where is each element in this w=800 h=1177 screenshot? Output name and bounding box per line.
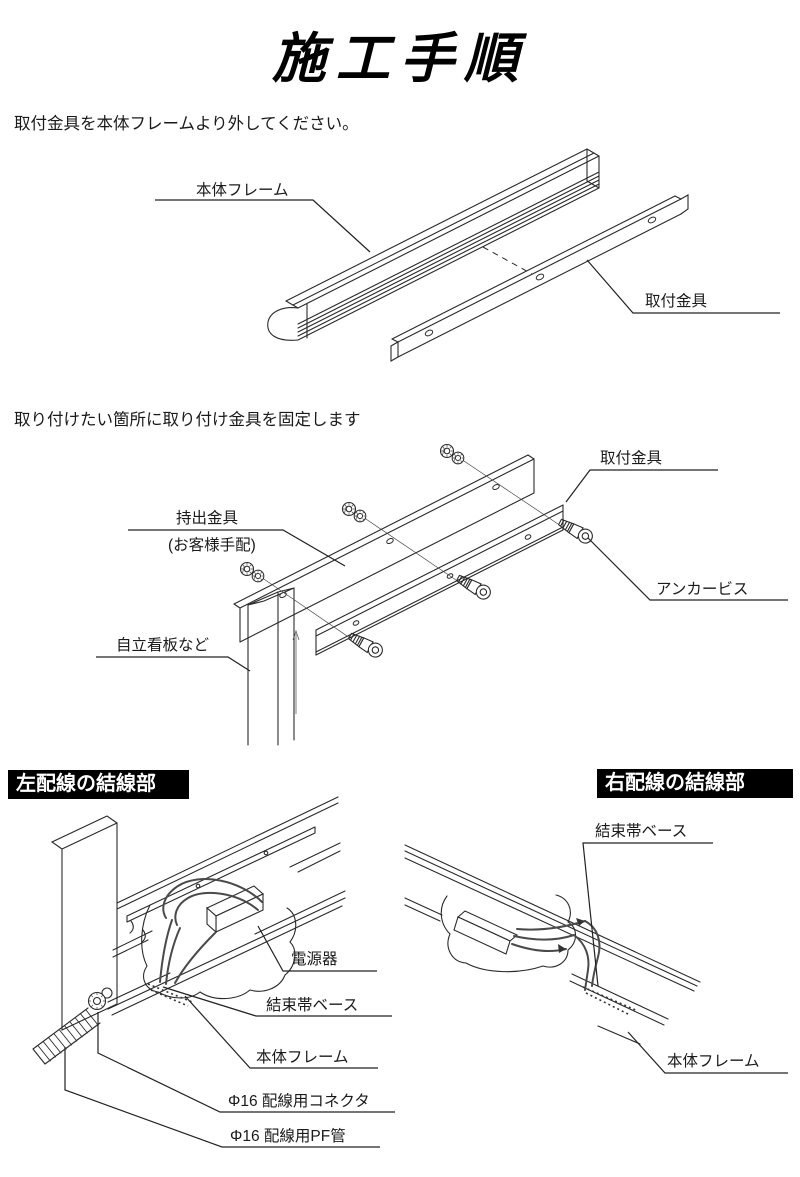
leader-bracket-label: [586, 259, 780, 314]
assembly-axis-lines: [257, 456, 559, 639]
anchor-axis-arrow: [292, 629, 300, 714]
label-mounting-bracket-2: 取付金具: [600, 450, 663, 467]
leader-frame-left-label: [184, 995, 378, 1069]
label-support-bracket: 持出金具: [176, 510, 239, 527]
cable-tie-base-right: [582, 986, 639, 1016]
leader-support-label: [128, 529, 346, 567]
cable-connector-drawing: [87, 987, 113, 1011]
leader-pf-label: [64, 1047, 380, 1148]
leader-tie-right-label: [582, 842, 713, 987]
power-supply-box-drawing-right: [453, 910, 519, 955]
diagram-left-wiring: [32, 796, 395, 1148]
power-supply-box-drawing: [206, 885, 264, 934]
label-cable-tie-base-left: 結束帯ベース: [266, 997, 359, 1014]
left-wiring-header: 左配線の結線部: [8, 770, 189, 799]
leader-tie-left-label: [162, 986, 392, 1017]
standing-sign-post-drawing: [247, 587, 295, 746]
step2-instruction: 取り付けたい箇所に取り付け金具を固定します: [14, 411, 361, 429]
label-support-bracket-note: (お客様手配): [168, 537, 256, 554]
separation-dashed-line: [482, 246, 533, 275]
mounting-bracket-drawing-2: [315, 504, 564, 656]
wiring-cables-right: [511, 918, 601, 991]
leader-anchor-label: [587, 537, 788, 601]
label-cable-tie-base-right: 結束帯ベース: [595, 823, 688, 840]
frame-rail-drawing-left: [107, 796, 346, 1016]
cable-tie-base-left: [147, 983, 193, 1007]
label-anchor-screw: アンカービス: [656, 581, 749, 598]
leader-bracket2-label: [565, 469, 718, 503]
leader-power-label: [257, 925, 377, 972]
leader-connector-label: [97, 1012, 395, 1113]
pf-tube-drawing: [32, 1007, 101, 1065]
diagram-bracket-fixing: [96, 443, 788, 746]
label-connector: Φ16 配線用コネクタ: [228, 1093, 370, 1110]
frame-rail-drawing-right: [404, 844, 701, 1045]
diagram-right-wiring: [404, 842, 788, 1074]
label-main-frame-1: 本体フレーム: [196, 182, 289, 199]
sign-panel-drawing: [50, 815, 118, 1031]
label-frame-right: 本体フレーム: [667, 1053, 760, 1070]
page-title: 施工手順: [272, 29, 528, 89]
mounting-bracket-drawing: [390, 194, 689, 362]
leader-frame-label: [155, 199, 371, 253]
diagram-frame-and-bracket: [155, 148, 780, 362]
nut-washer-icon: [239, 443, 465, 583]
step1-instruction: 取付金具を本体フレームより外してください。: [14, 115, 359, 133]
label-frame-left: 本体フレーム: [256, 1049, 349, 1066]
anchor-screw-icon: [346, 515, 596, 661]
leader-frame-right-label: [627, 1031, 788, 1074]
right-wiring-header: 右配線の結線部: [597, 769, 793, 798]
leader-sign-label: [96, 656, 251, 672]
label-pf-tube: Φ16 配線用PF管: [230, 1128, 346, 1145]
wiring-cables-left: [129, 878, 263, 985]
label-mounting-bracket-1: 取付金具: [645, 293, 708, 310]
main-frame-drawing: [267, 148, 600, 341]
label-standing-sign: 自立看板など: [116, 637, 210, 654]
label-power-supply: 電源器: [291, 951, 338, 968]
